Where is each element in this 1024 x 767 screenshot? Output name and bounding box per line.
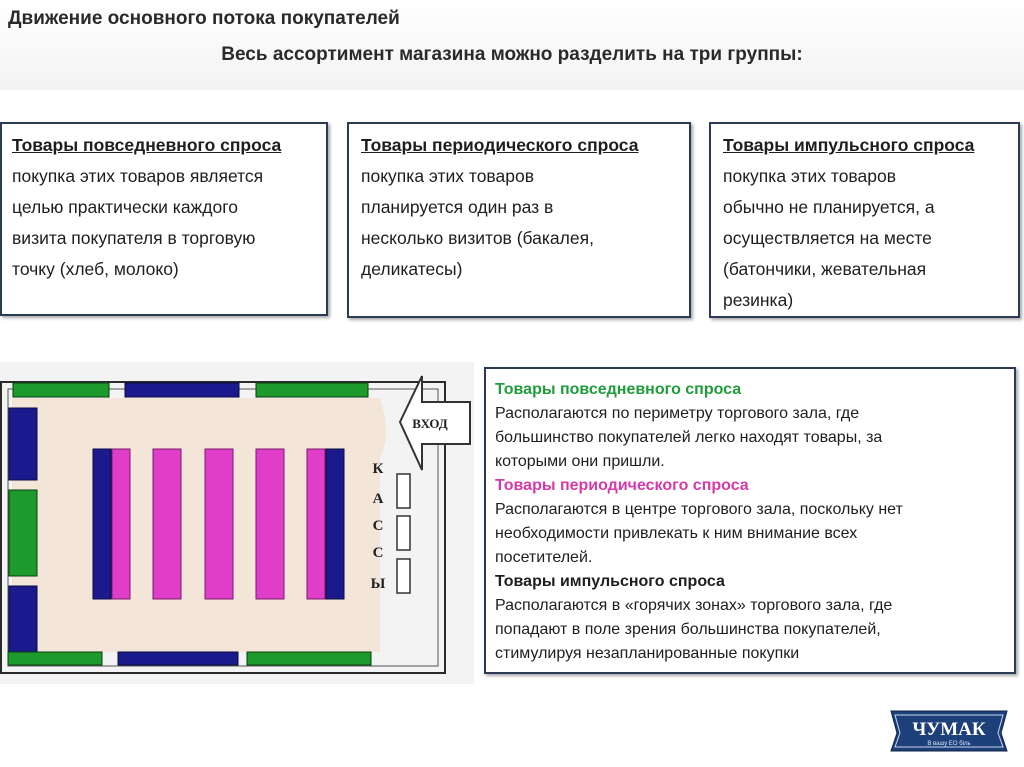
card-line: визита покупателя в торговую	[12, 228, 256, 248]
legend-line: большинство покупателей легко находят то…	[495, 429, 883, 446]
center-shelf-pink	[255, 448, 285, 600]
center-shelf-pink	[152, 448, 182, 600]
logo-brand: ЧУМАК	[912, 719, 986, 740]
page-subtitle: Весь ассортимент магазина можно разделит…	[221, 44, 803, 65]
legend-line: Располагаются в «горячих зонах» торговог…	[495, 597, 893, 614]
card-line: (батончики, жевательная	[723, 259, 927, 279]
center-shelf-pink	[111, 448, 131, 600]
floor-plan-drawing: ВХОД К А С С Ы	[0, 375, 471, 674]
legend-line: Располагаются по периметру торгового зал…	[495, 405, 860, 422]
card-line: планируется один раз в	[361, 197, 554, 217]
store-wall	[0, 381, 446, 674]
legend-periodic-heading: Товары периодического спроса	[495, 477, 749, 494]
perimeter-shelf	[124, 382, 240, 398]
store-floor-plan: ВХОД К А С С Ы	[0, 362, 474, 684]
card-line: обычно не планируется, а	[723, 197, 935, 217]
cashier-booth	[396, 515, 411, 551]
cashier-letter: Ы	[371, 576, 386, 592]
card-everyday-goods: Товары повседневного спроса покупка этих…	[0, 122, 328, 316]
brand-logo: ЧУМАК В вашу ЕО біль	[885, 705, 1013, 757]
card-line: покупка этих товаров	[723, 166, 897, 186]
card-periodic-goods: Товары периодического спроса покупка эти…	[347, 122, 691, 318]
perimeter-shelf	[8, 489, 38, 577]
legend-line: Располагаются в центре торгового зала, п…	[495, 501, 903, 518]
cashier-letter: С	[373, 545, 384, 561]
perimeter-shelf	[8, 407, 38, 481]
perimeter-shelf	[12, 382, 110, 398]
header-band	[0, 0, 1024, 90]
card-line: покупка этих товаров является	[12, 166, 264, 186]
page-title: Движение основного потока покупателей	[8, 8, 400, 29]
cashier-booth	[396, 473, 411, 509]
legend-impulse-heading: Товары импульсного спроса	[495, 573, 725, 590]
card-line: резинка)	[723, 290, 794, 310]
center-shelf-pink	[306, 448, 326, 600]
card-heading: Товары периодического спроса	[361, 135, 639, 155]
entrance-label: ВХОД	[412, 416, 448, 431]
card-impulse-goods: Товары импульсного спроса покупка этих т…	[709, 122, 1020, 318]
legend-everyday-heading: Товары повседневного спроса	[495, 381, 742, 398]
perimeter-shelf	[255, 382, 369, 398]
card-line: точку (хлеб, молоко)	[12, 259, 179, 279]
legend-line: которыми они пришли.	[495, 453, 665, 470]
perimeter-shelf	[117, 651, 239, 666]
cashier-booth	[396, 558, 411, 594]
perimeter-shelf	[7, 651, 103, 666]
legend-line: попадают в поле зрения большинства покуп…	[495, 621, 881, 638]
cashier-letter: К	[373, 461, 384, 477]
perimeter-shelf	[8, 585, 38, 657]
legend-line: стимулируя незапланированные покупки	[495, 645, 800, 662]
center-shelf-pink	[204, 448, 234, 600]
card-line: несколько визитов (бакалея,	[361, 228, 594, 248]
center-shelf-blue	[92, 448, 112, 600]
perimeter-shelf	[246, 651, 372, 666]
card-line: деликатесы)	[361, 259, 463, 279]
legend-box: Товары повседневного спроса Располагаютс…	[484, 367, 1016, 674]
entrance-arrow-icon	[398, 375, 471, 471]
card-line: покупка этих товаров	[361, 166, 535, 186]
cashier-letter: С	[373, 518, 384, 534]
legend-line: посетителей.	[495, 549, 593, 566]
card-heading: Товары импульсного спроса	[723, 135, 975, 155]
center-shelf-blue	[325, 448, 345, 600]
card-heading: Товары повседневного спроса	[12, 135, 282, 155]
card-line: целью практически каждого	[12, 197, 238, 217]
logo-tagline: В вашу ЕО біль	[927, 741, 970, 747]
legend-line: необходимости привлекать к ним внимание …	[495, 525, 858, 542]
cashier-letter: А	[373, 491, 384, 507]
card-line: осуществляется на месте	[723, 228, 932, 248]
logo-emblem: ЧУМАК В вашу ЕО біль	[890, 710, 1008, 752]
